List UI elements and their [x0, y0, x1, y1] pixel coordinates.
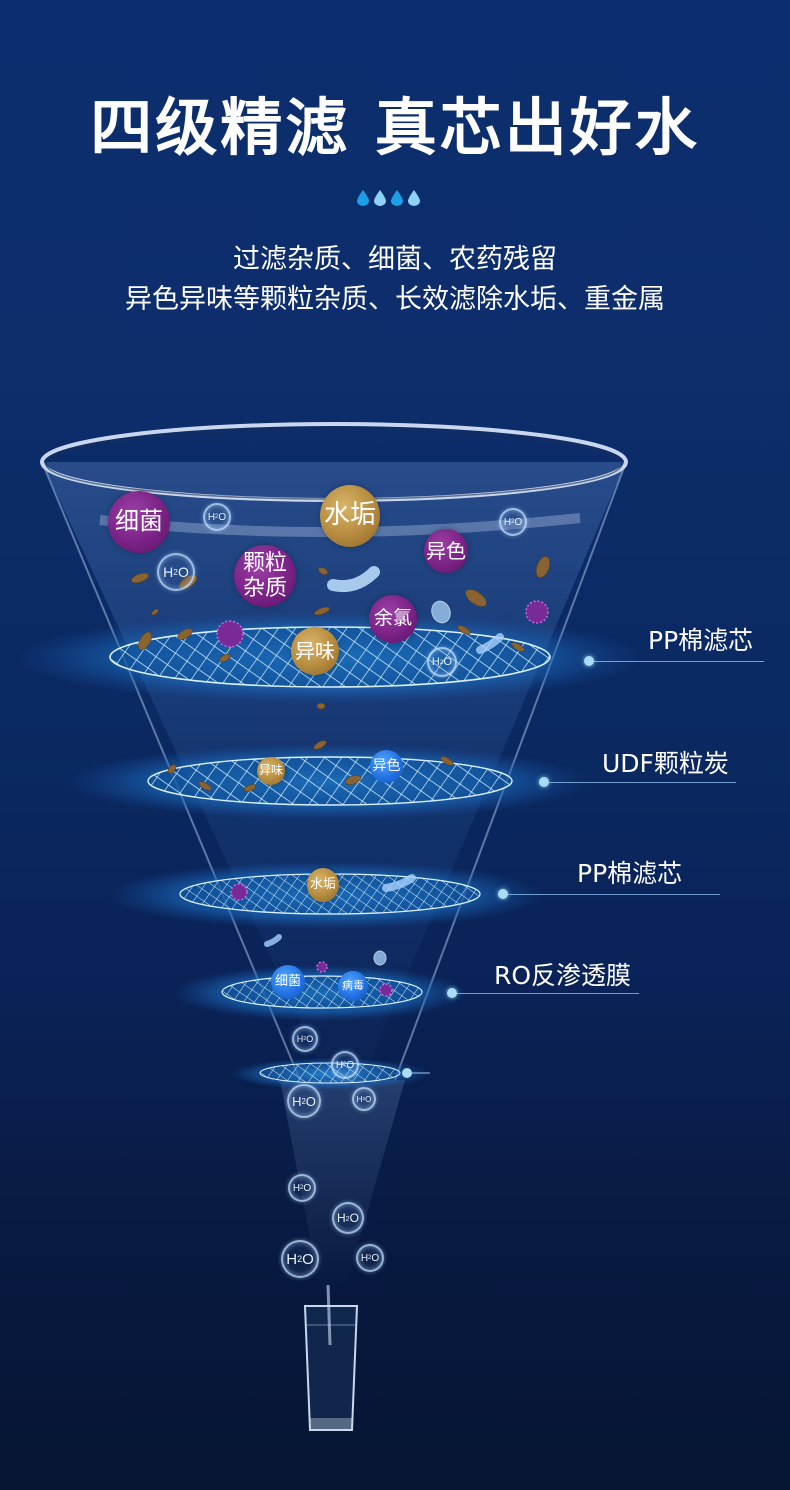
stage-label-pp-cotton-2: PP棉滤芯 [577, 859, 683, 888]
contaminant-odor-small: 异味 [257, 757, 285, 785]
leader-dot [498, 889, 508, 899]
stage-label-ro-membrane: RO反渗透膜 [494, 961, 632, 990]
page-title: 四级精滤 真芯出好水 [90, 91, 700, 164]
leader-line [457, 993, 639, 994]
filter-layer-5 [230, 1058, 430, 1090]
leader-dot [447, 988, 457, 998]
leader-line [508, 894, 720, 895]
filter-layer-2 [66, 744, 590, 820]
contaminant-off-color: 异色 [424, 529, 468, 573]
leader-line [594, 661, 764, 662]
stage-label-pp-cotton-1: PP棉滤芯 [648, 626, 754, 655]
contaminant-particles: 颗粒 杂质 [234, 545, 296, 607]
contaminant-scale: 水垢 [320, 485, 380, 547]
virus-particles [216, 600, 549, 997]
subtitle-line-2: 异色异味等颗粒杂质、长效滤除水垢、重金属 [125, 284, 665, 315]
contaminant-bacteria-small: 细菌 [271, 965, 305, 999]
water-drops-row [357, 190, 420, 210]
water-drop-icon [391, 190, 403, 210]
leader-dot [584, 656, 594, 666]
microbe-particles [264, 566, 504, 966]
contaminant-odor: 异味 [291, 627, 339, 675]
contaminant-virus-small: 病毒 [338, 971, 368, 1001]
contaminant-off-color-small: 异色 [370, 750, 403, 783]
filter-layer-4 [172, 965, 468, 1021]
contaminant-scale-small: 水垢 [307, 868, 339, 902]
leader-line [549, 782, 736, 783]
subtitle-line-1: 过滤杂质、细菌、农药残留 [233, 244, 557, 275]
contaminant-bacteria: 细菌 [108, 491, 170, 553]
water-drop-icon [408, 190, 420, 210]
water-glass [303, 1284, 359, 1431]
water-drop-icon [374, 190, 386, 210]
contaminant-chlorine: 余氯 [369, 595, 417, 643]
leader-dot [539, 777, 549, 787]
water-drop-icon [357, 190, 369, 210]
stage-label-udf-carbon: UDF颗粒炭 [602, 749, 729, 778]
